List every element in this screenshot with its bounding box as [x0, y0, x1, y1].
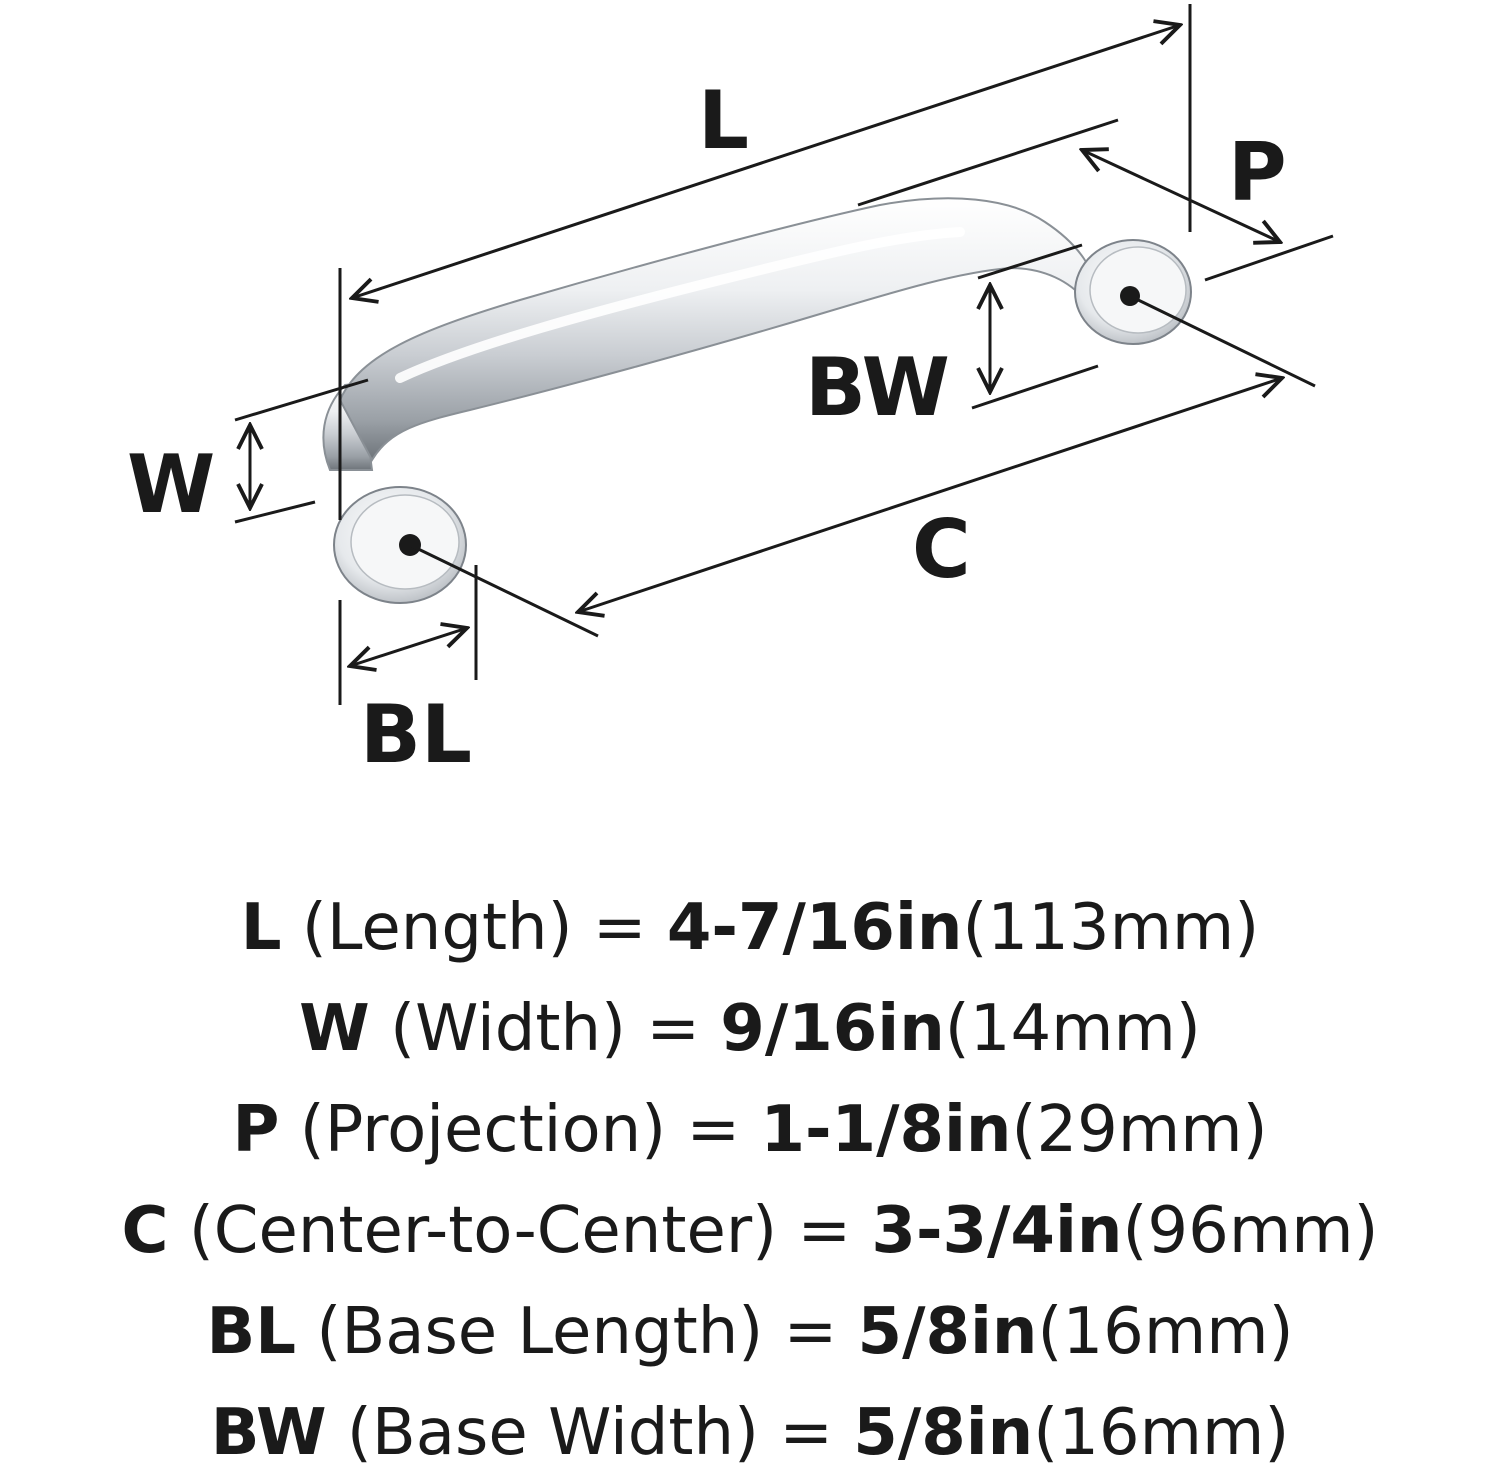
center-dimension-arrow — [578, 378, 1282, 612]
length-label: L — [698, 74, 749, 167]
center-extension-right — [1129, 294, 1316, 388]
width-extension-bottom — [234, 500, 316, 524]
spec-description: (Center-to-Center) — [188, 1194, 778, 1268]
spec-description: (Length) — [301, 891, 573, 965]
spec-value-imperial: 5/8in — [857, 1295, 1038, 1369]
spec-row-base-length: BL (Base Length) = 5/8in(16mm) — [206, 1295, 1294, 1369]
base-length-dimension-arrow — [350, 628, 467, 666]
dimension-lines — [234, 4, 1334, 705]
spec-value-metric: (96mm) — [1122, 1194, 1379, 1268]
handle-bar — [338, 197, 1102, 463]
spec-value-imperial: 9/16in — [720, 992, 945, 1066]
spec-description: (Base Width) — [346, 1396, 759, 1470]
width-extension-top — [234, 378, 369, 422]
spec-row-base-width: BW (Base Width) = 5/8in(16mm) — [210, 1396, 1290, 1470]
projection-extension-top — [857, 118, 1119, 207]
spec-row-length: L (Length) = 4-7/16in(113mm) — [240, 891, 1260, 965]
spec-key: P — [232, 1093, 280, 1167]
spec-description: (Projection) — [299, 1093, 667, 1167]
projection-extension-bottom — [1204, 234, 1334, 282]
projection-dimension-arrow — [1082, 150, 1280, 242]
spec-value-metric: (14mm) — [944, 992, 1201, 1066]
width-label: W — [127, 438, 215, 531]
cabinet-pull-handle — [322, 197, 1192, 604]
spec-key: BL — [206, 1295, 297, 1369]
spec-row-width: W (Width) = 9/16in(14mm) — [299, 992, 1201, 1066]
spec-description: (Width) — [390, 992, 626, 1066]
dimension-spec-list: L (Length) = 4-7/16in(113mm) W (Width) =… — [0, 878, 1500, 1484]
center-to-center-label: C — [912, 503, 971, 596]
spec-key: L — [240, 891, 282, 965]
spec-value-imperial: 5/8in — [853, 1396, 1034, 1470]
spec-value-metric: (113mm) — [962, 891, 1260, 965]
base-width-extension-top — [977, 243, 1083, 280]
spec-value-imperial: 4-7/16in — [666, 891, 963, 965]
spec-key: C — [121, 1194, 169, 1268]
spec-value-metric: (29mm) — [1011, 1093, 1268, 1167]
spec-key: W — [299, 992, 370, 1066]
center-extension-left — [409, 543, 599, 638]
spec-value-imperial: 1-1/8in — [760, 1093, 1012, 1167]
spec-value-metric: (16mm) — [1037, 1295, 1294, 1369]
projection-label: P — [1228, 126, 1287, 219]
spec-value-imperial: 3-3/4in — [871, 1194, 1123, 1268]
base-width-label: BW — [805, 341, 950, 434]
handle-dimension-diagram: L P W BW C BL — [127, 4, 1334, 781]
spec-value-metric: (16mm) — [1033, 1396, 1290, 1470]
spec-key: BW — [210, 1396, 327, 1470]
spec-description: (Base Length) — [316, 1295, 764, 1369]
base-length-label: BL — [360, 688, 472, 781]
spec-row-center-to-center: C (Center-to-Center) = 3-3/4in(96mm) — [121, 1194, 1379, 1268]
spec-row-projection: P (Projection) = 1-1/8in(29mm) — [232, 1093, 1268, 1167]
length-dimension-arrow — [352, 25, 1180, 298]
